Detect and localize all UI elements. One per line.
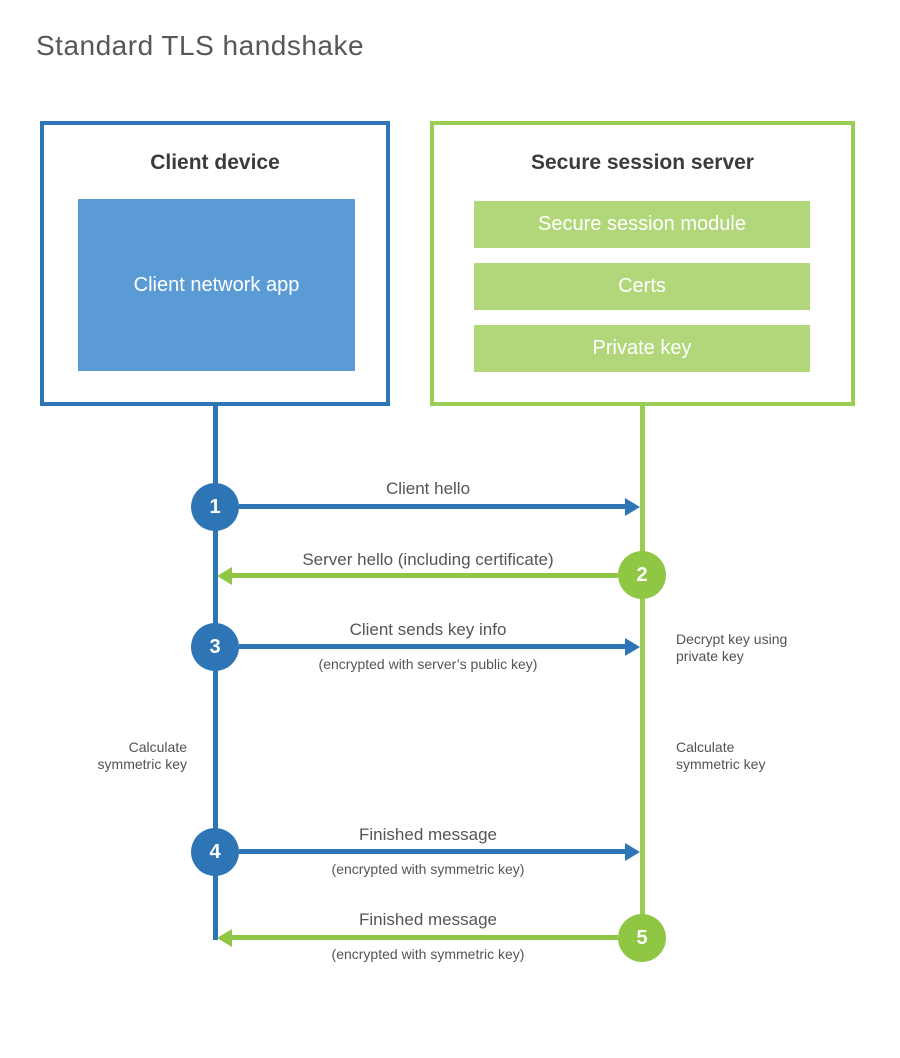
step-4-arrowhead-icon [625, 843, 640, 861]
client-device-box: Client device Client network app [40, 121, 390, 406]
server-module-certs: Certs [474, 263, 810, 310]
step-3-badge: 3 [191, 623, 239, 671]
server-module-secure-session: Secure session module [474, 201, 810, 248]
step-2-arrowhead-icon [217, 567, 232, 585]
client-device-header: Client device [150, 151, 280, 174]
secure-session-server-box: Secure session server Secure session mod… [430, 121, 855, 406]
step-1-badge: 1 [191, 483, 239, 531]
client-network-app-box: Client network app [78, 199, 355, 371]
step-4-message-sublabel: (encrypted with symmetric key) [331, 861, 525, 877]
step-5-arrow [232, 935, 618, 940]
client-lifeline [213, 406, 218, 940]
step-2-badge: 2 [618, 551, 666, 599]
diagram-title: Standard TLS handshake [36, 30, 365, 61]
step-3-number: 3 [209, 635, 221, 658]
note-decrypt-key: Decrypt key using private key [676, 631, 788, 665]
step-4-number: 4 [209, 840, 221, 863]
step-4-arrow [239, 849, 625, 854]
step-3-message-label: Client sends key info [349, 620, 507, 639]
server-module-private-key: Private key [474, 325, 810, 372]
step-2-arrow [232, 573, 618, 578]
step-3-arrow [239, 644, 625, 649]
step-2-number: 2 [636, 563, 648, 586]
step-1-arrow [239, 504, 625, 509]
step-5-badge: 5 [618, 914, 666, 962]
step-2-message-label: Server hello (including certificate) [302, 550, 554, 569]
step-1-arrowhead-icon [625, 498, 640, 516]
step-3-arrowhead-icon [625, 638, 640, 656]
note-server-calculate-key: Calculate symmetric key [676, 739, 766, 773]
server-lifeline [640, 406, 645, 940]
secure-session-server-header: Secure session server [531, 151, 754, 174]
step-1-message-label: Client hello [385, 479, 471, 498]
step-5-message-sublabel: (encrypted with symmetric key) [331, 946, 525, 962]
client-network-app-label: Client network app [133, 274, 300, 296]
step-1-number: 1 [209, 495, 221, 518]
step-4-message-label: Finished message [359, 825, 497, 844]
step-5-arrowhead-icon [217, 929, 232, 947]
step-5-message-label: Finished message [359, 910, 497, 929]
step-5-number: 5 [636, 926, 648, 949]
step-3-message-sublabel: (encrypted with server’s public key) [318, 656, 538, 672]
note-client-calculate-key: Calculate symmetric key [97, 739, 187, 773]
step-4-badge: 4 [191, 828, 239, 876]
